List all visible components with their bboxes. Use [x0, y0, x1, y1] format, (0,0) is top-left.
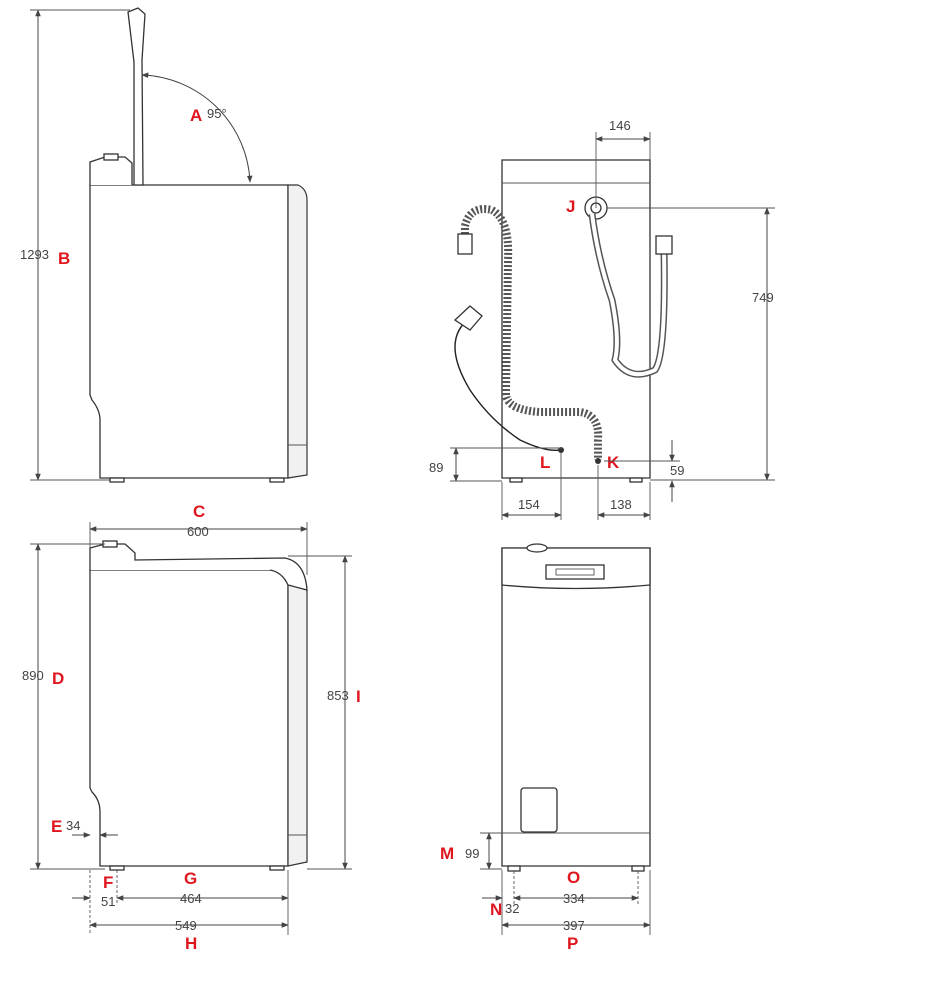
control-panel	[89, 156, 133, 185]
angle-arc	[141, 72, 253, 183]
closed-lid	[89, 543, 308, 591]
side-view-lid-closed: C 600 890 D 853 I E 34 F G 464 51 549 H	[22, 502, 361, 953]
letter-G: G	[184, 869, 197, 888]
dim-value-E: 34	[66, 818, 80, 833]
cabinet-side-closed	[89, 569, 289, 867]
angle-value: 95°	[207, 106, 227, 121]
rear-cabinet	[501, 159, 651, 479]
rear-view: 146 J 749 89 L K 59 154 138	[429, 118, 775, 520]
dim-value-G: 464	[180, 891, 202, 906]
handle	[545, 564, 605, 580]
drain-hose	[461, 205, 603, 460]
knob	[103, 153, 119, 161]
letter-K: K	[607, 453, 620, 472]
dim-value-P: 397	[563, 918, 585, 933]
dim-value-O: 334	[563, 891, 585, 906]
cabinet-front-edge	[287, 184, 308, 479]
dim-value-146: 146	[609, 118, 631, 133]
dim-value-H: 549	[175, 918, 197, 933]
dim-value-M: 99	[465, 846, 479, 861]
letter-N: N	[490, 900, 502, 919]
letter-I: I	[356, 687, 361, 706]
letter-C: C	[193, 502, 205, 521]
letter-B: B	[58, 249, 70, 268]
letter-E: E	[51, 817, 62, 836]
dim-value-F: 51	[101, 894, 115, 909]
hose-fitting	[655, 235, 673, 255]
cabinet-side	[89, 184, 289, 479]
dim-value-89: 89	[429, 460, 443, 475]
dim-value-138: 138	[610, 497, 632, 512]
dim-value-N: 32	[505, 901, 519, 916]
letter-J: J	[566, 197, 575, 216]
letter-A: A	[190, 106, 202, 125]
dim-value-D: 890	[22, 668, 44, 683]
dim-value-154: 154	[518, 497, 540, 512]
letter-P: P	[567, 934, 578, 953]
letter-L: L	[540, 453, 550, 472]
letter-D: D	[52, 669, 64, 688]
power-plug	[453, 305, 483, 331]
letter-F: F	[103, 873, 113, 892]
lid-open	[127, 7, 146, 186]
dim-value-749: 749	[752, 290, 774, 305]
side-view-lid-open: 1293 B A 95°	[20, 7, 308, 483]
letter-H: H	[185, 934, 197, 953]
dim-value-I: 853	[327, 688, 349, 703]
dim-value-59: 59	[670, 463, 684, 478]
dim-value-C: 600	[187, 524, 209, 539]
top-knob	[526, 543, 548, 553]
front-view: M 99 O 334 N 32 397 P	[440, 543, 651, 953]
letter-O: O	[567, 868, 580, 887]
dim-value-B: 1293	[20, 247, 49, 262]
service-panel	[520, 787, 558, 833]
letter-M: M	[440, 844, 454, 863]
